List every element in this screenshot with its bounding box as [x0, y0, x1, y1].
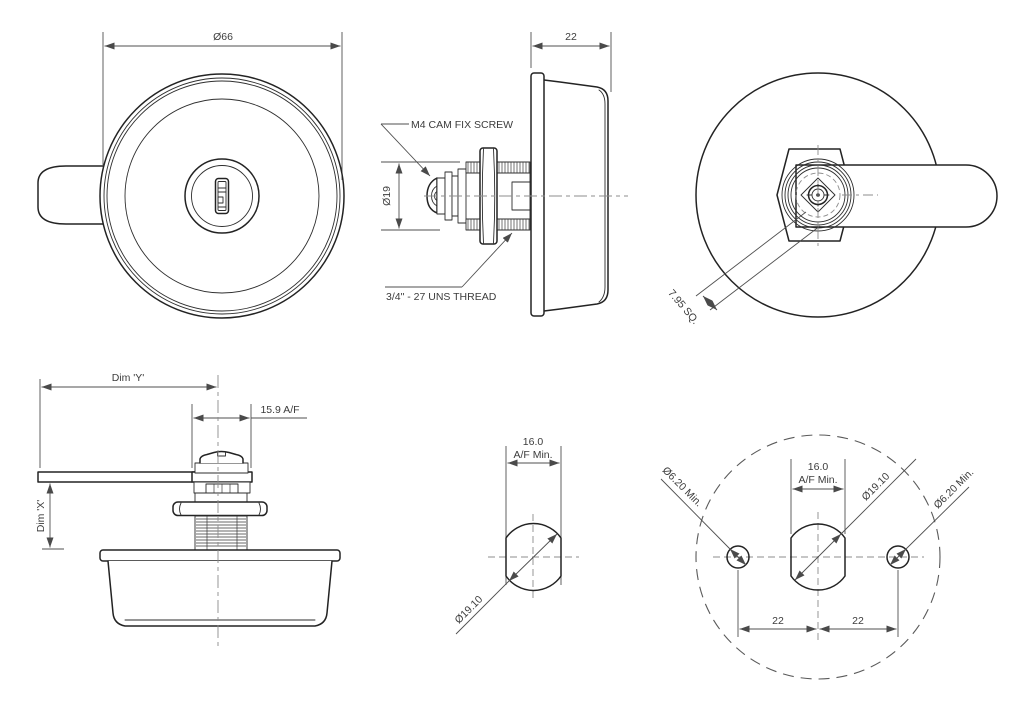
dim-y-label: Dim 'Y': [112, 372, 145, 384]
cam-hub-flange: [191, 471, 253, 483]
lock-barrel-upper: [194, 492, 248, 503]
knob-rings: [103, 77, 341, 315]
template-af-min-label: A/F Min.: [798, 474, 837, 486]
lock-washer-band: [193, 481, 251, 494]
keyway: [184, 158, 260, 234]
template-cutout: [790, 523, 846, 591]
cutout-af-dimension: 16.0 A/F Min.: [505, 436, 562, 585]
cutout-af-min-label: A/F Min.: [513, 449, 552, 461]
template-af-dimension: 16.0 A/F Min.: [790, 459, 846, 534]
knob-outer-circle: [99, 73, 345, 319]
cutout-view: 16.0 A/F Min. Ø19.10: [452, 436, 579, 635]
side-view: 22: [380, 31, 628, 317]
width22-label: 22: [565, 31, 577, 43]
left-spacing-label: 22: [772, 615, 784, 627]
left-fixing-hole: [726, 545, 750, 569]
thread-callout: 3/4" - 27 UNS THREAD: [385, 232, 513, 303]
af159-label: 15.9 A/F: [260, 404, 299, 416]
square-label: 7.95 SQ.: [665, 287, 701, 326]
mounting-plate: [530, 72, 545, 317]
af159-dimension: 15.9 A/F: [191, 404, 307, 468]
right-fixing-hole: [886, 545, 910, 569]
lock-threads: [194, 515, 248, 551]
drill-template-view: 16.0 A/F Min. Ø19.10 Ø6.20 Min. Ø6.20 Mi…: [660, 434, 976, 680]
dia66-dimension: Ø66: [102, 31, 343, 180]
cutout-dia-dimension: Ø19.10: [452, 533, 558, 635]
knob-bowl-flange: [99, 549, 341, 562]
cam-lever: [795, 164, 998, 228]
cam-screw-tip: [426, 177, 438, 214]
back-view: 7.95 SQ.: [665, 72, 998, 327]
lock-nut: [172, 501, 268, 517]
template-dia-label: Ø19.10: [859, 470, 892, 503]
front-view: Ø66: [37, 31, 345, 319]
knob-bowl: [107, 560, 333, 627]
installed-view: Dim 'Y' 15.9 A/F: [35, 372, 341, 648]
thread-label: 3/4" - 27 UNS THREAD: [386, 291, 497, 303]
right-spacing-label: 22: [852, 615, 864, 627]
cutout-af-value-label: 16.0: [523, 436, 544, 448]
dia66-label: Ø66: [213, 31, 233, 43]
left-hole-callout: Ø6.20 Min.: [660, 464, 747, 566]
cam-screw-callout: M4 CAM FIX SCREW: [380, 119, 513, 177]
template-outline-circle: [695, 434, 941, 680]
dim-x-label: Dim 'X': [35, 500, 47, 533]
knob-body-profile: [543, 79, 609, 312]
dim-y-dimension: Dim 'Y': [39, 372, 217, 468]
hole-spacing-dimension: 22 22: [737, 570, 899, 637]
barrel-dia-label: Ø19: [381, 186, 393, 206]
cutout-shape: [505, 522, 562, 592]
cam-screw-label: M4 CAM FIX SCREW: [411, 119, 513, 131]
right-hole-label: Ø6.20 Min.: [931, 466, 976, 511]
cam-arm-side: [37, 471, 196, 483]
template-af-value-label: 16.0: [808, 461, 829, 473]
lock-cap-dome: [199, 450, 244, 464]
left-hole-label: Ø6.20 Min.: [660, 464, 705, 509]
dia19-dimension: Ø19: [381, 161, 460, 231]
dim-x-dimension: Dim 'X': [35, 483, 64, 550]
width22-dimension: 22: [530, 31, 612, 92]
lock-cap-step: [194, 462, 249, 474]
thumb-tab: [37, 165, 104, 225]
